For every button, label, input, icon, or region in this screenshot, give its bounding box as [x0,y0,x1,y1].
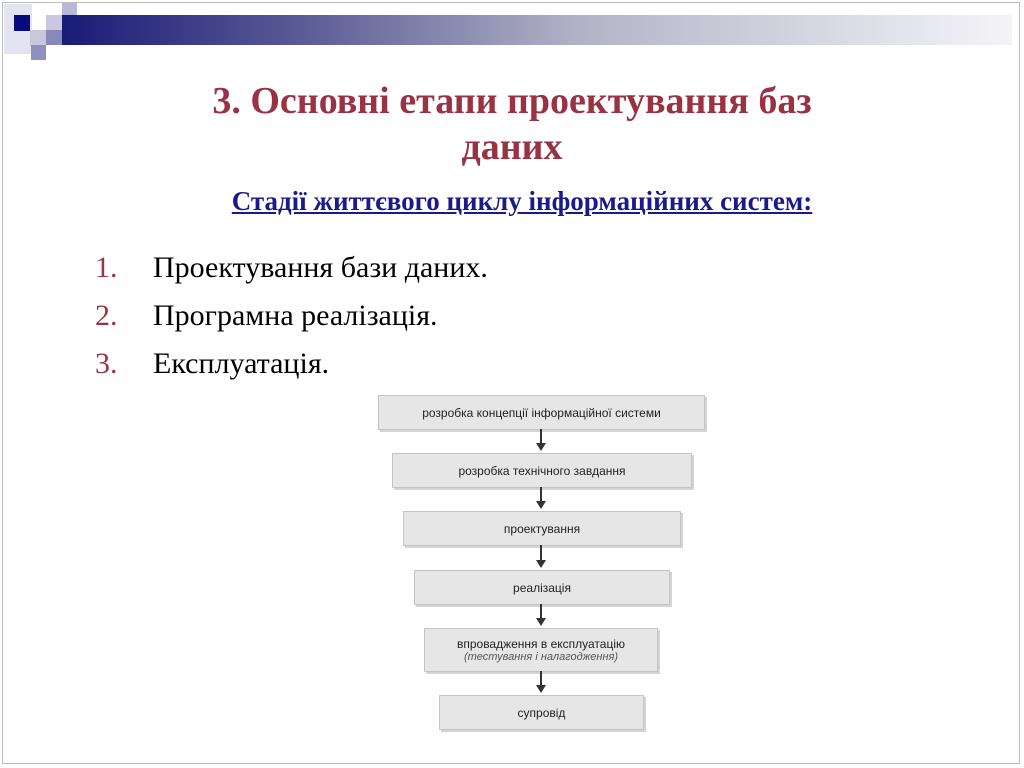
diagram-step: впровадження в експлуатацію(тестування і… [424,628,658,672]
list-item: 2. Програмна реалізація. [95,292,488,340]
list-number: 1. [95,251,118,284]
diagram-step: розробка технічного завдання [392,453,692,488]
diagram-step: реалізація [414,570,670,605]
step-label: супровід [517,705,566,720]
arrow-icon [536,487,546,509]
decor-square [30,30,46,46]
arrow-icon [536,429,546,451]
list-item: 3. Експлуатація. [95,340,488,388]
arrow-icon [536,604,546,626]
list-text: Програмна реалізація. [153,299,438,332]
list-number: 3. [95,347,118,380]
list-item: 1. Проектування бази даних. [95,244,488,292]
list-text: Експлуатація. [153,347,330,380]
step-note: (тестування і налагодження) [463,651,619,663]
step-label: розробка технічного завдання [458,463,626,478]
decor-square [31,45,46,60]
slide-title: 3. Основні етапи проектування баз даних [0,78,1024,170]
list-number: 2. [95,299,118,332]
step-label: проектування [503,521,581,536]
diagram-step: супровід [439,695,644,730]
title-line-2: даних [461,126,563,168]
step-label: розробка концепції інформаційної системи [422,405,661,420]
title-line-1: 3. Основні етапи проектування баз [212,80,812,122]
decor-square [46,15,62,30]
step-label: реалізація [513,580,571,595]
arrow-icon [536,671,546,693]
subtitle: Стадії життєвого циклу інформаційних сис… [231,186,813,216]
arrow-icon [536,545,546,568]
step-label: впровадження в експлуатацію [456,637,626,651]
stages-list: 1. Проектування бази даних. 2. Програмна р… [95,244,488,388]
decor-square [14,15,30,31]
list-text: Проектування бази даних. [153,251,488,284]
decor-square [46,30,62,45]
header-gradient-bar [62,15,1012,45]
diagram-step: розробка концепції інформаційної системи [378,395,705,430]
diagram-step: проектування [403,511,681,546]
